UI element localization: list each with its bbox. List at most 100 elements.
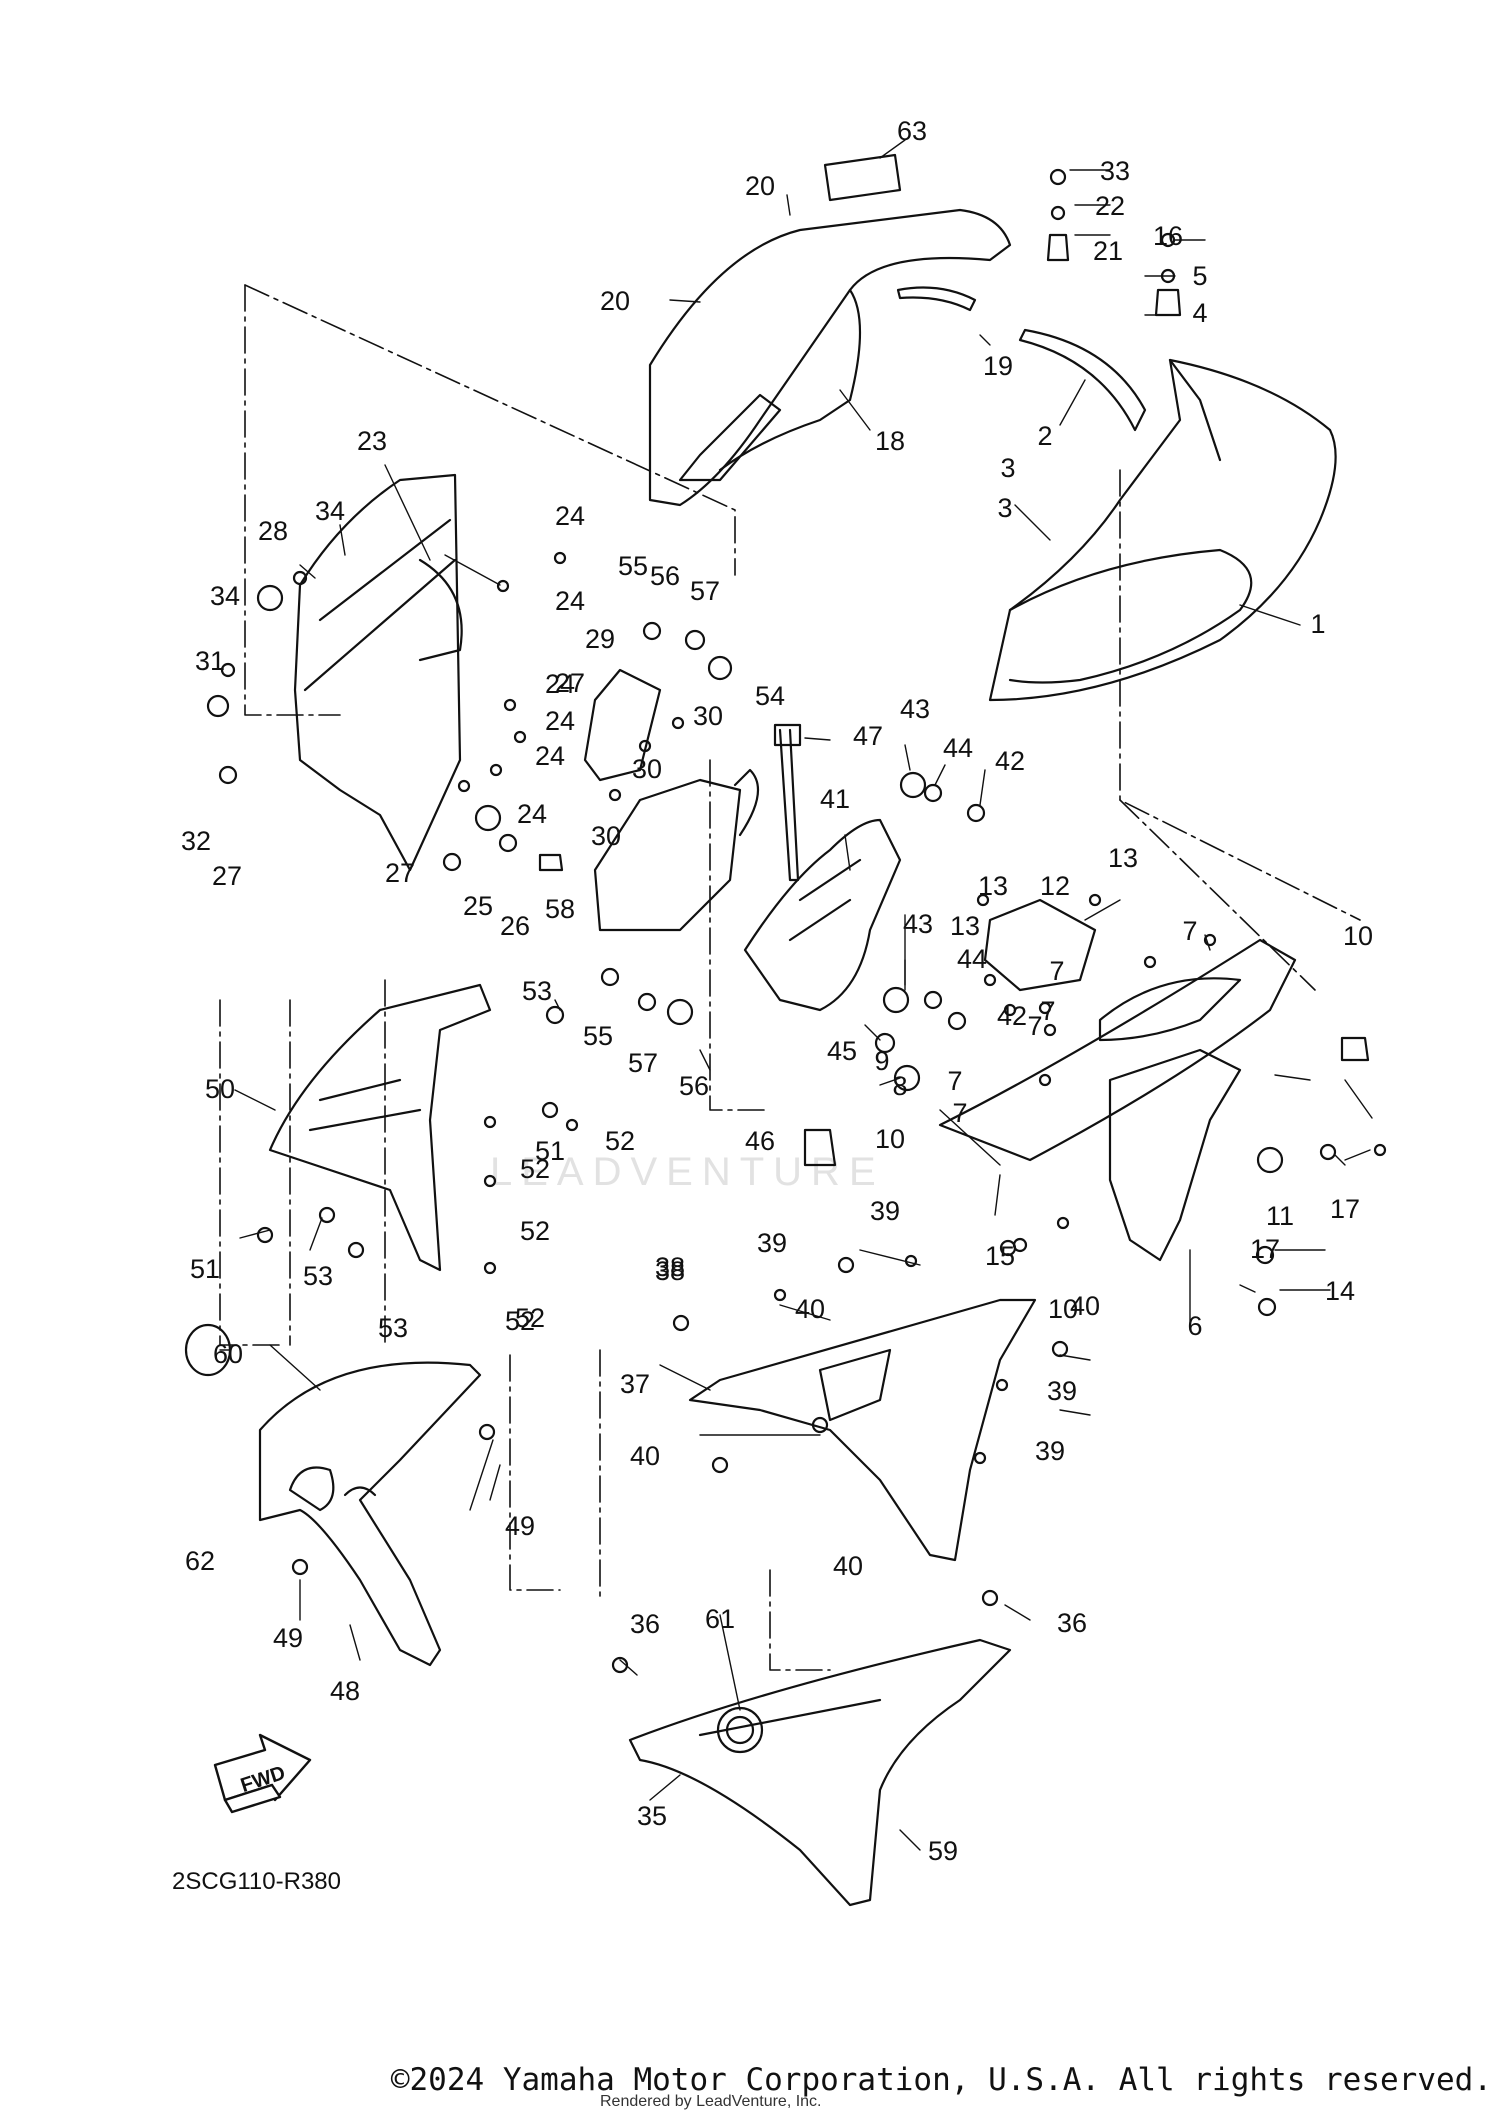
callout-57: 57 <box>628 1048 658 1078</box>
callout-54: 54 <box>755 681 785 711</box>
callout-30: 30 <box>591 821 621 851</box>
callout-2: 2 <box>1037 421 1052 451</box>
callout-32: 32 <box>181 826 211 856</box>
callout-34: 34 <box>315 496 345 526</box>
callout-13: 13 <box>1108 843 1138 873</box>
callout-50: 50 <box>205 1074 235 1104</box>
callout-49: 49 <box>273 1623 303 1653</box>
rendered-by: Rendered by LeadVenture, Inc. <box>600 2093 822 2110</box>
part-cable-tie <box>778 728 800 882</box>
callout-62: 62 <box>185 1546 215 1576</box>
callout-26: 26 <box>500 911 530 941</box>
callout-5: 5 <box>1192 261 1207 291</box>
callout-41: 41 <box>820 784 850 814</box>
callout-55: 55 <box>618 551 648 581</box>
callout-37: 37 <box>620 1369 650 1399</box>
callout-15: 15 <box>985 1241 1015 1271</box>
part-lower-right-cover <box>688 1298 1037 1562</box>
part-right-side-cover <box>938 938 1297 1262</box>
callout-1: 1 <box>1310 609 1325 639</box>
callout-4: 4 <box>1192 298 1207 328</box>
callout-48: 48 <box>330 1676 360 1706</box>
callout-52: 52 <box>515 1303 545 1333</box>
callout-7: 7 <box>1049 956 1064 986</box>
callout-43: 43 <box>900 694 930 724</box>
callout-3: 3 <box>997 493 1012 523</box>
part-seal <box>896 286 977 312</box>
callout-28: 28 <box>258 516 288 546</box>
callout-9: 9 <box>874 1046 889 1076</box>
callout-14: 14 <box>1325 1276 1355 1306</box>
part-clip <box>803 1128 837 1167</box>
callout-17: 17 <box>1330 1194 1360 1224</box>
callout-39: 39 <box>1035 1436 1065 1466</box>
callout-53: 53 <box>378 1313 408 1343</box>
copyright-notice: ©2024 Yamaha Motor Corporation, U.S.A. A… <box>390 2062 1492 2098</box>
callout-57: 57 <box>690 576 720 606</box>
part-grille <box>983 898 1097 992</box>
callout-22: 22 <box>1095 191 1125 221</box>
callout-39: 39 <box>757 1228 787 1258</box>
callout-39: 39 <box>1047 1376 1077 1406</box>
fwd-arrow: FWD <box>213 1733 312 1814</box>
callout-7: 7 <box>1182 916 1197 946</box>
part-right-bracket <box>743 818 902 1012</box>
part-upper-cowl <box>648 208 1012 507</box>
callout-55: 55 <box>583 1021 613 1051</box>
callout-12: 12 <box>1040 871 1070 901</box>
callout-39: 39 <box>870 1196 900 1226</box>
callout-44: 44 <box>957 944 987 974</box>
callout-27: 27 <box>212 861 242 891</box>
callout-19: 19 <box>983 351 1013 381</box>
callout-7: 7 <box>1027 1011 1042 1041</box>
callout-40: 40 <box>795 1294 825 1324</box>
callout-42: 42 <box>995 746 1025 776</box>
callout-44: 44 <box>943 733 973 763</box>
watermark: LEADVENTURE <box>490 1150 885 1194</box>
leader-lines <box>219 139 1373 1851</box>
callout-24: 24 <box>545 669 575 699</box>
part-right-lower-cover <box>628 1638 1012 1907</box>
callout-16: 16 <box>1153 221 1183 251</box>
callout-40: 40 <box>1070 1291 1100 1321</box>
callout-17: 17 <box>1250 1234 1280 1264</box>
callout-7: 7 <box>1040 996 1055 1026</box>
callout-38: 38 <box>655 1252 685 1282</box>
callout-30: 30 <box>693 701 723 731</box>
callout-59: 59 <box>928 1836 958 1866</box>
part-front-cowl <box>988 358 1337 702</box>
callout-3: 3 <box>1000 453 1015 483</box>
callout-45: 45 <box>827 1036 857 1066</box>
callout-51: 51 <box>535 1136 565 1166</box>
part-left-lower-cover <box>258 1361 482 1667</box>
callout-36: 36 <box>1057 1608 1087 1638</box>
part-damper <box>733 768 760 837</box>
callout-20: 20 <box>600 286 630 316</box>
callout-36: 36 <box>630 1609 660 1639</box>
callout-24: 24 <box>535 741 565 771</box>
callout-56: 56 <box>679 1071 709 1101</box>
callout-35: 35 <box>637 1801 667 1831</box>
callout-11: 11 <box>1266 1201 1294 1231</box>
callout-18: 18 <box>875 426 905 456</box>
callout-42: 42 <box>997 1001 1027 1031</box>
callout-61: 61 <box>705 1604 735 1634</box>
callout-7: 7 <box>952 1098 967 1128</box>
callout-46: 46 <box>745 1126 775 1156</box>
callout-labels: 1233456777777891010101112131313141516171… <box>181 116 1373 1866</box>
callout-8: 8 <box>892 1071 907 1101</box>
callout-31: 31 <box>195 646 225 676</box>
callout-33: 33 <box>1100 156 1130 186</box>
callout-40: 40 <box>630 1441 660 1471</box>
callout-23: 23 <box>357 426 387 456</box>
callout-27: 27 <box>385 858 415 888</box>
part-left-stay <box>293 473 463 872</box>
callout-10: 10 <box>1343 921 1373 951</box>
callout-13: 13 <box>950 911 980 941</box>
callout-10: 10 <box>875 1124 905 1154</box>
callout-25: 25 <box>463 891 493 921</box>
callout-56: 56 <box>650 561 680 591</box>
callout-7: 7 <box>947 1066 962 1096</box>
part-duct <box>583 668 662 782</box>
